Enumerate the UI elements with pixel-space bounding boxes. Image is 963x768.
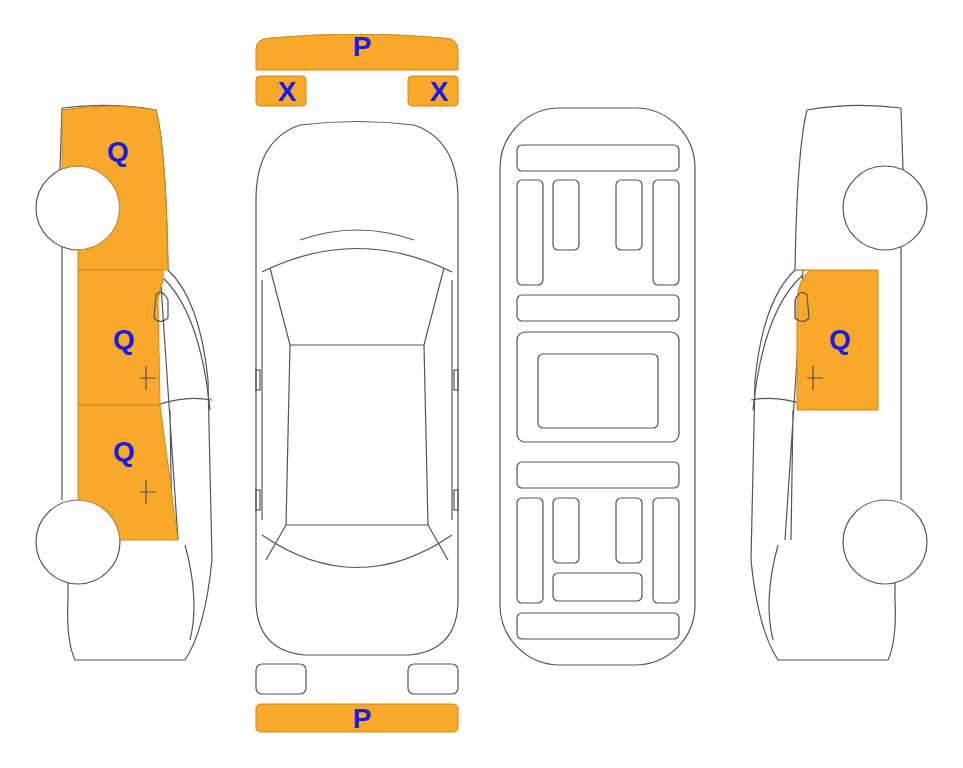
front-bumper: P xyxy=(254,34,460,72)
damage-code: X xyxy=(430,78,449,106)
headlight: X xyxy=(254,74,308,108)
damage-code: Q xyxy=(113,438,135,466)
headlight: X xyxy=(406,74,460,108)
damage-code: Q xyxy=(107,138,129,166)
front-door: Q xyxy=(76,268,164,408)
damage-code: Q xyxy=(113,326,135,354)
front-fender: Q xyxy=(58,102,170,274)
damage-code: P xyxy=(353,33,372,61)
rear-door: Q xyxy=(76,403,180,543)
panel-shape xyxy=(76,403,180,543)
panel-shape xyxy=(58,102,170,274)
damage-code: X xyxy=(278,78,297,106)
damage-code: P xyxy=(353,705,372,733)
damage-code: Q xyxy=(829,326,851,354)
front-door: Q xyxy=(795,268,881,412)
rear-bumper: P xyxy=(254,702,460,734)
